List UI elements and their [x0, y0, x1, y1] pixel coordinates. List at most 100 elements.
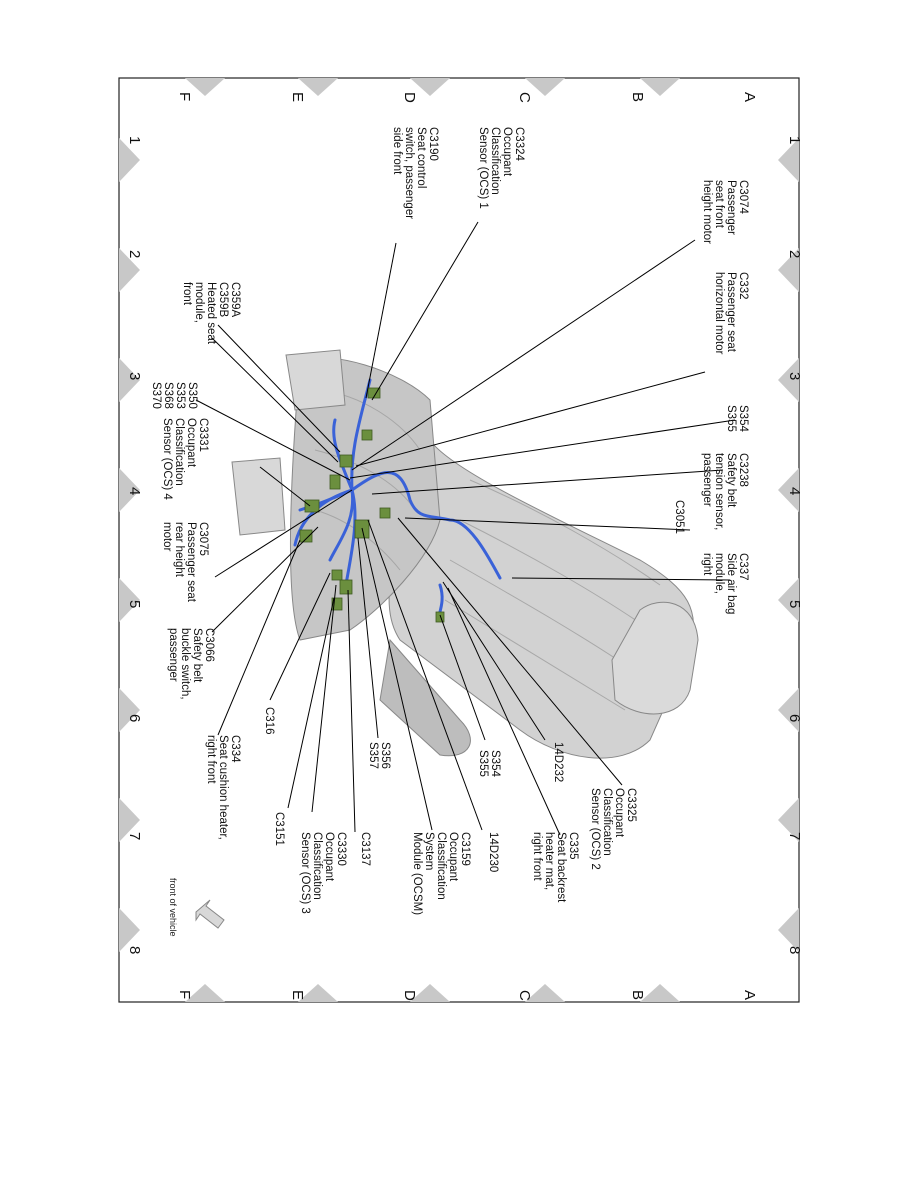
leader-lines — [195, 221, 736, 836]
grid-row-label: A — [741, 990, 758, 1000]
border-triangle — [298, 984, 338, 1002]
callout-c3074: C3074Passengerseat frontheight motor — [701, 180, 749, 244]
callout-line: Seat cushion heater, — [217, 735, 229, 840]
callout-line: Safety belt — [191, 628, 203, 683]
border-triangle — [778, 798, 799, 842]
border-triangle — [119, 358, 140, 402]
border-markers — [119, 78, 799, 1002]
border-triangle — [778, 248, 799, 292]
front-of-vehicle-indicator: front of vehicle — [168, 878, 225, 937]
callout-line: C3066 — [203, 628, 215, 662]
callout-line: height motor — [701, 180, 713, 244]
callout-line: C332 — [737, 272, 749, 300]
callout-line: S353 — [174, 382, 186, 409]
callout-line: C3238 — [737, 453, 749, 487]
border-triangle — [640, 984, 680, 1002]
border-triangle — [410, 78, 450, 96]
grid-column-label: 5 — [786, 600, 803, 608]
border-triangle — [525, 78, 565, 96]
callout-line: Classification — [311, 832, 323, 900]
callout-line: Seat control — [415, 127, 427, 188]
callout-line: C3137 — [359, 832, 371, 866]
callout-line: Sensor (OCS) 1 — [477, 127, 489, 209]
callout-c3331: C3331OccupantClassificationSensor (OCS) … — [161, 418, 209, 500]
callout-line: C3324 — [513, 127, 525, 161]
callout-line: switch, passenger — [403, 127, 415, 219]
callout-s354a: S354S355 — [725, 405, 749, 432]
callout-line: S356 — [379, 742, 391, 769]
grid-column-label: 8 — [126, 946, 143, 954]
callout-line: Classification — [435, 832, 447, 900]
callout-line: rear height — [173, 522, 185, 578]
grid-column-label: 2 — [126, 250, 143, 258]
callout-line: Heated seat — [205, 282, 217, 345]
callout-c3159: C3159OccupantClassificationSystemModule … — [411, 832, 471, 915]
callout-line: S357 — [367, 742, 379, 769]
grid-column-label: 6 — [126, 714, 143, 722]
callout-line: passenger — [167, 628, 179, 682]
callout-line: passenger — [701, 453, 713, 507]
front-arrow-icon — [195, 899, 225, 929]
callout-line: Sensor (OCS) 4 — [161, 418, 173, 500]
callout-line: tension sensor, — [713, 453, 725, 530]
callout-c3325: C3325OccupantClassificationSensor (OCS) … — [589, 788, 637, 870]
grid-column-label: 4 — [786, 487, 803, 495]
callout-s354b: S354S355 — [477, 750, 501, 777]
border-triangle — [778, 138, 799, 182]
callout-line: C316 — [263, 707, 275, 735]
border-triangle — [525, 984, 565, 1002]
callout-line: Occupant — [501, 127, 513, 177]
grid-column-label: 3 — [126, 372, 143, 380]
callout-line: Sensor (OCS) 3 — [299, 832, 311, 914]
grid-column-label: 7 — [126, 832, 143, 840]
callout-line: right front — [205, 735, 217, 784]
callout-line: 14D230 — [487, 832, 499, 872]
callout-line: S355 — [477, 750, 489, 777]
callout-line: Seat backrest — [555, 832, 567, 903]
border-triangle — [778, 688, 799, 732]
callout-line: C359B — [217, 282, 229, 317]
callout-line: 14D232 — [552, 742, 564, 782]
callout-s356: S356S357 — [367, 742, 391, 769]
callout-line: C3074 — [737, 180, 749, 214]
callout-line: buckle switch, — [179, 628, 191, 700]
grid-row-label: B — [629, 990, 646, 1000]
callout-line: Module (OCSM) — [411, 832, 423, 915]
callout-line: front — [181, 282, 193, 306]
callout-line: C334 — [229, 735, 241, 763]
callout-line: Safety belt — [725, 453, 737, 508]
callout-c3075: C3075Passenger seatrear heightmotor — [161, 522, 209, 603]
grid-column-label: 2 — [786, 250, 803, 258]
grid-column-label: 4 — [126, 487, 143, 495]
callout-c359: C359AC359BHeated seatmodule,front — [181, 282, 241, 345]
callout-line: C3051 — [673, 500, 685, 534]
border-triangle — [778, 578, 799, 622]
callout-c3137: C3137 — [359, 832, 371, 866]
callout-line: System — [423, 832, 435, 870]
callout-labels: C3074Passengerseat frontheight motorC332… — [150, 127, 749, 915]
callout-line: motor — [161, 522, 173, 552]
grid-row-label: D — [401, 990, 418, 1001]
seat-illustration — [231, 349, 699, 759]
callout-line: seat front — [713, 180, 725, 229]
callout-c3330: C3330OccupantClassificationSensor (OCS) … — [299, 832, 347, 914]
grid-column-label: 1 — [126, 136, 143, 144]
callout-c316: C316 — [263, 707, 275, 735]
callout-c3190: C3190Seat controlswitch, passengerside f… — [391, 127, 439, 219]
callout-c3066: C3066Safety beltbuckle switch,passenger — [167, 628, 215, 700]
callout-line: S354 — [489, 750, 501, 777]
callout-line: S370 — [150, 382, 162, 409]
border-triangle — [298, 78, 338, 96]
grid-column-label: 5 — [126, 600, 143, 608]
callout-c3238: C3238Safety belttension sensor,passenger — [701, 453, 749, 530]
grid-row-label: C — [516, 92, 533, 103]
border-triangle — [410, 984, 450, 1002]
border-triangle — [119, 138, 140, 182]
grid-row-label: E — [289, 92, 306, 102]
callout-line: Classification — [173, 418, 185, 486]
callout-line: Occupant — [323, 832, 335, 882]
callout-c3324: C3324OccupantClassificationSensor (OCS) … — [477, 127, 525, 209]
grid-row-label: C — [516, 990, 533, 1001]
callout-line: right front — [531, 832, 543, 881]
